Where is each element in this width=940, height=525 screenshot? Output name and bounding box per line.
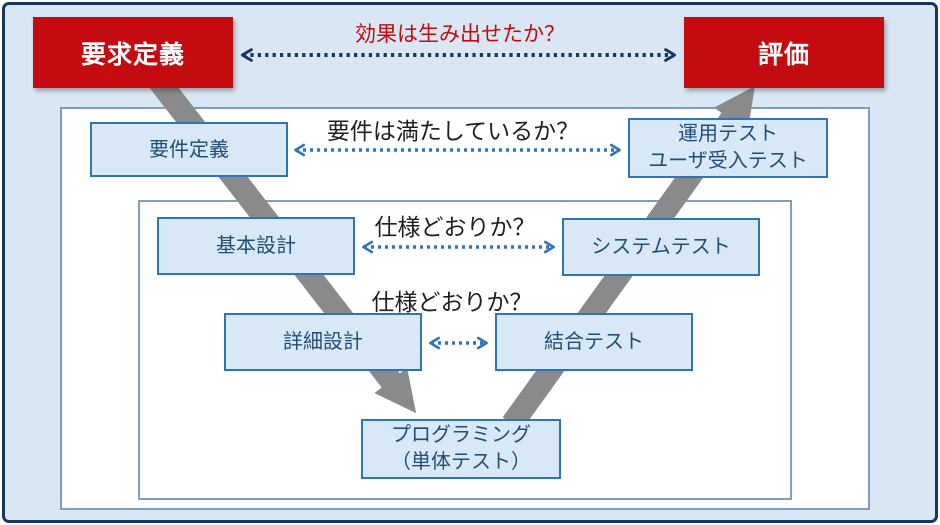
node-requirement-definition-label: 要件定義 bbox=[149, 138, 229, 161]
node-operation-test: 運用テスト ユーザ受入テスト bbox=[628, 118, 828, 178]
node-programming-line2: （単体テスト） bbox=[391, 451, 531, 473]
node-system-test: システムテスト bbox=[562, 218, 760, 276]
node-evaluation-label: 評価 bbox=[757, 40, 810, 69]
question-spec-upper: 仕様どおりか？ bbox=[374, 214, 536, 240]
node-basic-design-label: 基本設計 bbox=[216, 235, 296, 257]
node-operation-test-line2: ユーザ受入テスト bbox=[648, 150, 808, 172]
node-programming-line1: プログラミング bbox=[391, 424, 531, 446]
node-requirements-definition-label: 要求定義 bbox=[80, 40, 185, 69]
node-detailed-design: 詳細設計 bbox=[224, 313, 422, 371]
question-spec-lower: 仕様どおりか？ bbox=[371, 289, 533, 315]
node-integration-test: 結合テスト bbox=[495, 313, 693, 371]
node-requirements-definition: 要求定義 bbox=[33, 17, 233, 88]
question-effect: 効果は生み出せたか？ bbox=[355, 23, 565, 46]
node-detailed-design-label: 詳細設計 bbox=[283, 331, 363, 353]
node-basic-design: 基本設計 bbox=[157, 217, 355, 275]
node-system-test-label: システムテスト bbox=[591, 236, 731, 258]
node-evaluation: 評価 bbox=[684, 17, 884, 88]
question-requirements-met: 要件は満たしているか？ bbox=[326, 118, 580, 144]
node-integration-test-label: 結合テスト bbox=[544, 331, 644, 353]
node-requirement-definition: 要件定義 bbox=[90, 122, 288, 177]
node-operation-test-line1: 運用テスト bbox=[678, 123, 778, 145]
node-programming: プログラミング （単体テスト） bbox=[361, 419, 561, 479]
